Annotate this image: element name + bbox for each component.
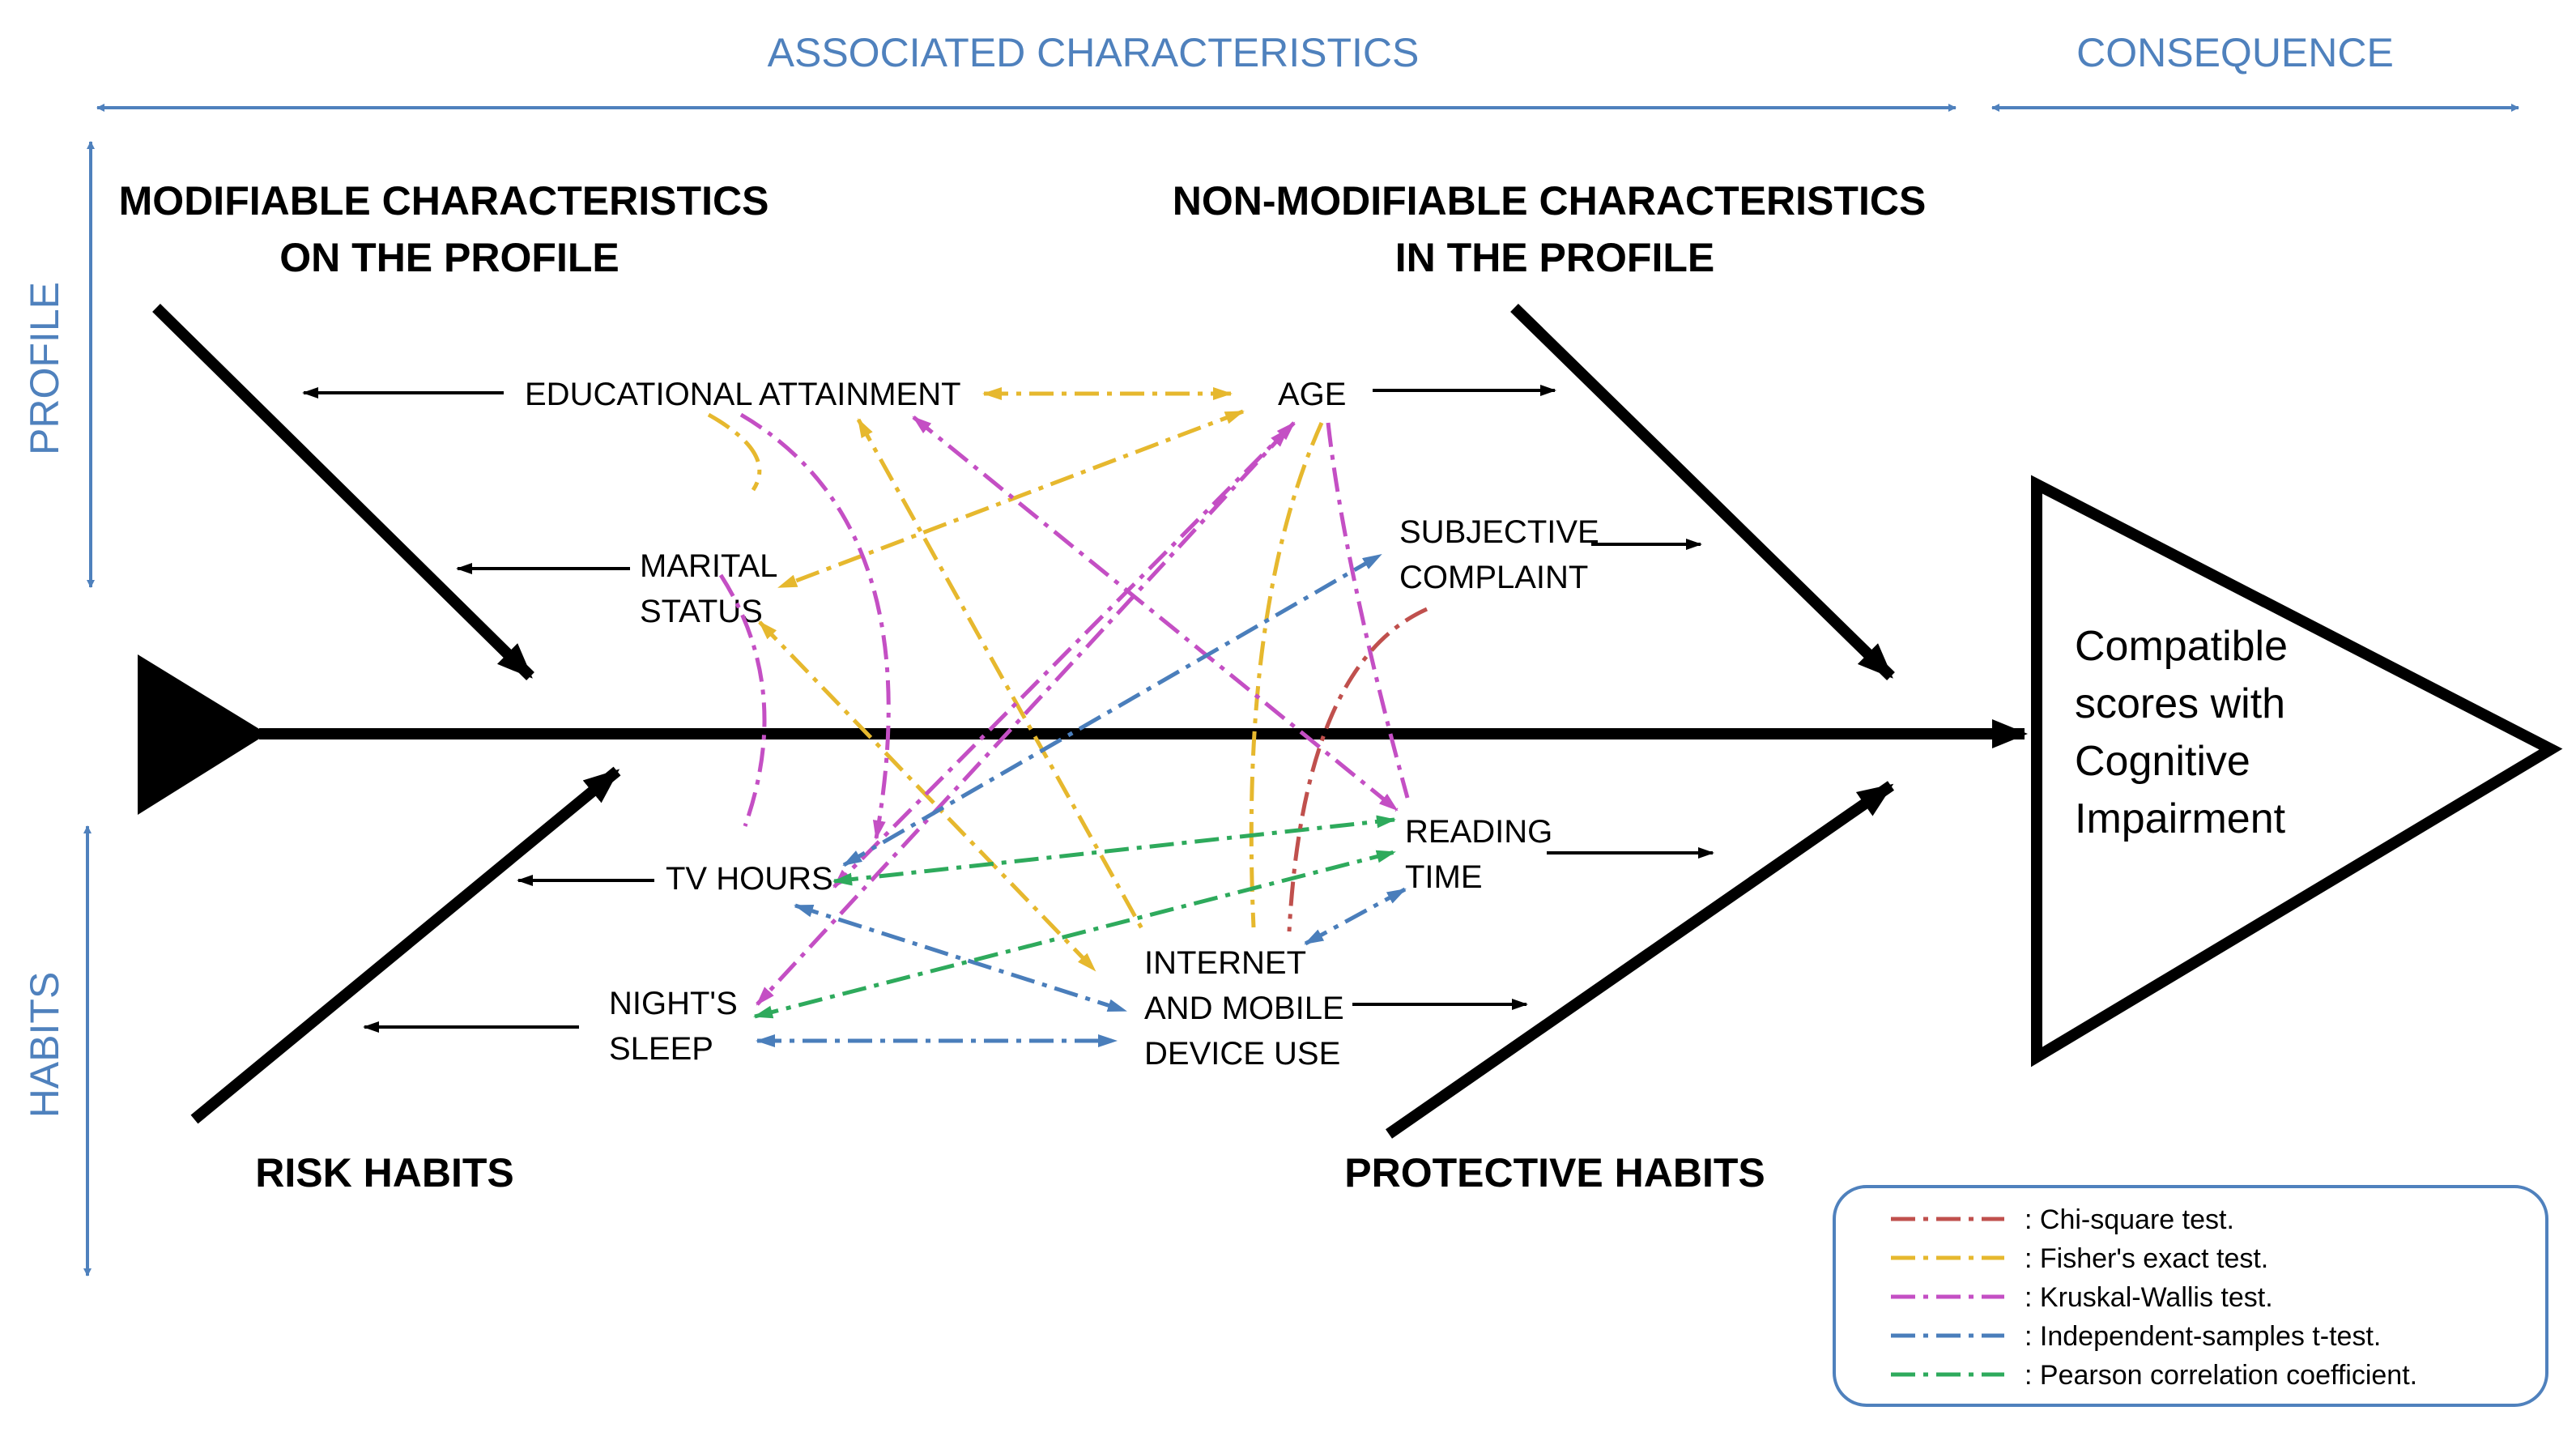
non-modifiable-title-line-2: IN THE PROFILE bbox=[1395, 235, 1714, 280]
result-line-4: Impairment bbox=[2075, 795, 2286, 842]
protective-habits-title: PROTECTIVE HABITS bbox=[1344, 1150, 1765, 1195]
link-subjective-internet bbox=[1287, 607, 1429, 932]
node-internet-line-2: AND MOBILE bbox=[1144, 991, 1344, 1026]
modifiable-title-line-1: MODIFIABLE CHARACTERISTICS bbox=[119, 178, 769, 224]
legend-label: : Pearson correlation coefficient. bbox=[2025, 1360, 2417, 1391]
link-education-internet bbox=[856, 418, 1146, 933]
node-sleep-line-1: NIGHT'S bbox=[609, 986, 738, 1021]
modifiable-title-line-2: ON THE PROFILE bbox=[279, 235, 619, 280]
bone-non-modifiable bbox=[1510, 303, 1895, 681]
modifiable-title: MODIFIABLE CHARACTERISTICS ON THE PROFIL… bbox=[119, 178, 781, 280]
non-modifiable-title-line-1: NON-MODIFIABLE CHARACTERISTICS bbox=[1173, 178, 1927, 224]
node-internet-line-1: INTERNET bbox=[1144, 945, 1306, 981]
bone-protective bbox=[1386, 781, 1894, 1139]
profile-axis-label: PROFILE bbox=[22, 282, 67, 455]
associated-header: ASSOCIATED CHARACTERISTICS bbox=[768, 30, 1420, 75]
node-subjective-line-2: COMPLAINT bbox=[1399, 560, 1588, 595]
link-internet-reading bbox=[1304, 887, 1407, 946]
link-age-reading bbox=[1326, 422, 1410, 799]
link-age-tv bbox=[832, 421, 1296, 889]
node-sleep: NIGHT'S SLEEP bbox=[609, 986, 747, 1067]
fish-tail bbox=[138, 654, 267, 815]
bone-modifiable bbox=[152, 304, 534, 680]
link-tv-subjective bbox=[842, 552, 1382, 867]
bone-risk bbox=[190, 766, 621, 1124]
node-education: EDUCATIONAL ATTAINMENT bbox=[525, 377, 961, 412]
link-education-marital-curve bbox=[718, 573, 767, 827]
link-education-marital bbox=[707, 412, 762, 492]
result-head bbox=[2031, 475, 2563, 1068]
result-line-1: Compatible bbox=[2075, 623, 2288, 670]
legend-label: : Chi-square test. bbox=[2025, 1204, 2234, 1235]
legend-label: : Fisher's exact test. bbox=[2025, 1243, 2268, 1274]
node-subjective: SUBJECTIVE COMPLAINT bbox=[1399, 514, 1608, 595]
result-line-3: Cognitive bbox=[2075, 738, 2250, 785]
consequence-header: CONSEQUENCE bbox=[2076, 30, 2394, 75]
legend-box bbox=[1833, 1185, 2548, 1407]
result-line-2: scores with bbox=[2075, 680, 2285, 727]
non-modifiable-title: NON-MODIFIABLE CHARACTERISTICS IN THE PR… bbox=[1173, 178, 1937, 280]
node-reading-line-2: TIME bbox=[1405, 859, 1483, 895]
node-age: AGE bbox=[1278, 377, 1346, 412]
node-internet-line-3: DEVICE USE bbox=[1144, 1036, 1340, 1072]
result-text: Compatible scores with Cognitive Impairm… bbox=[2075, 623, 2299, 842]
node-tv: TV HOURS bbox=[666, 861, 833, 897]
habits-axis-label: HABITS bbox=[22, 972, 67, 1119]
link-age-marital bbox=[777, 409, 1245, 590]
link-sleep-reading bbox=[753, 850, 1396, 1019]
node-internet: INTERNET AND MOBILE DEVICE USE bbox=[1144, 945, 1353, 1072]
link-tv-reading bbox=[832, 815, 1396, 886]
node-sleep-line-2: SLEEP bbox=[609, 1031, 713, 1067]
link-education-reading bbox=[912, 416, 1399, 812]
node-reading-line-1: READING bbox=[1405, 814, 1552, 850]
node-marital-line-2: STATUS bbox=[640, 594, 763, 629]
legend-label: : Kruskal-Wallis test. bbox=[2025, 1282, 2273, 1313]
legend-label: : Independent-samples t-test. bbox=[2025, 1321, 2381, 1352]
node-subjective-line-1: SUBJECTIVE bbox=[1399, 514, 1599, 550]
risk-habits-title: RISK HABITS bbox=[255, 1150, 513, 1195]
legend: : Chi-square test. : Fisher's exact test.… bbox=[1833, 1185, 2548, 1407]
node-marital: MARITAL STATUS bbox=[640, 548, 786, 629]
link-age-internet bbox=[1249, 421, 1324, 928]
node-reading: READING TIME bbox=[1405, 814, 1561, 895]
node-marital-line-1: MARITAL bbox=[640, 548, 777, 584]
